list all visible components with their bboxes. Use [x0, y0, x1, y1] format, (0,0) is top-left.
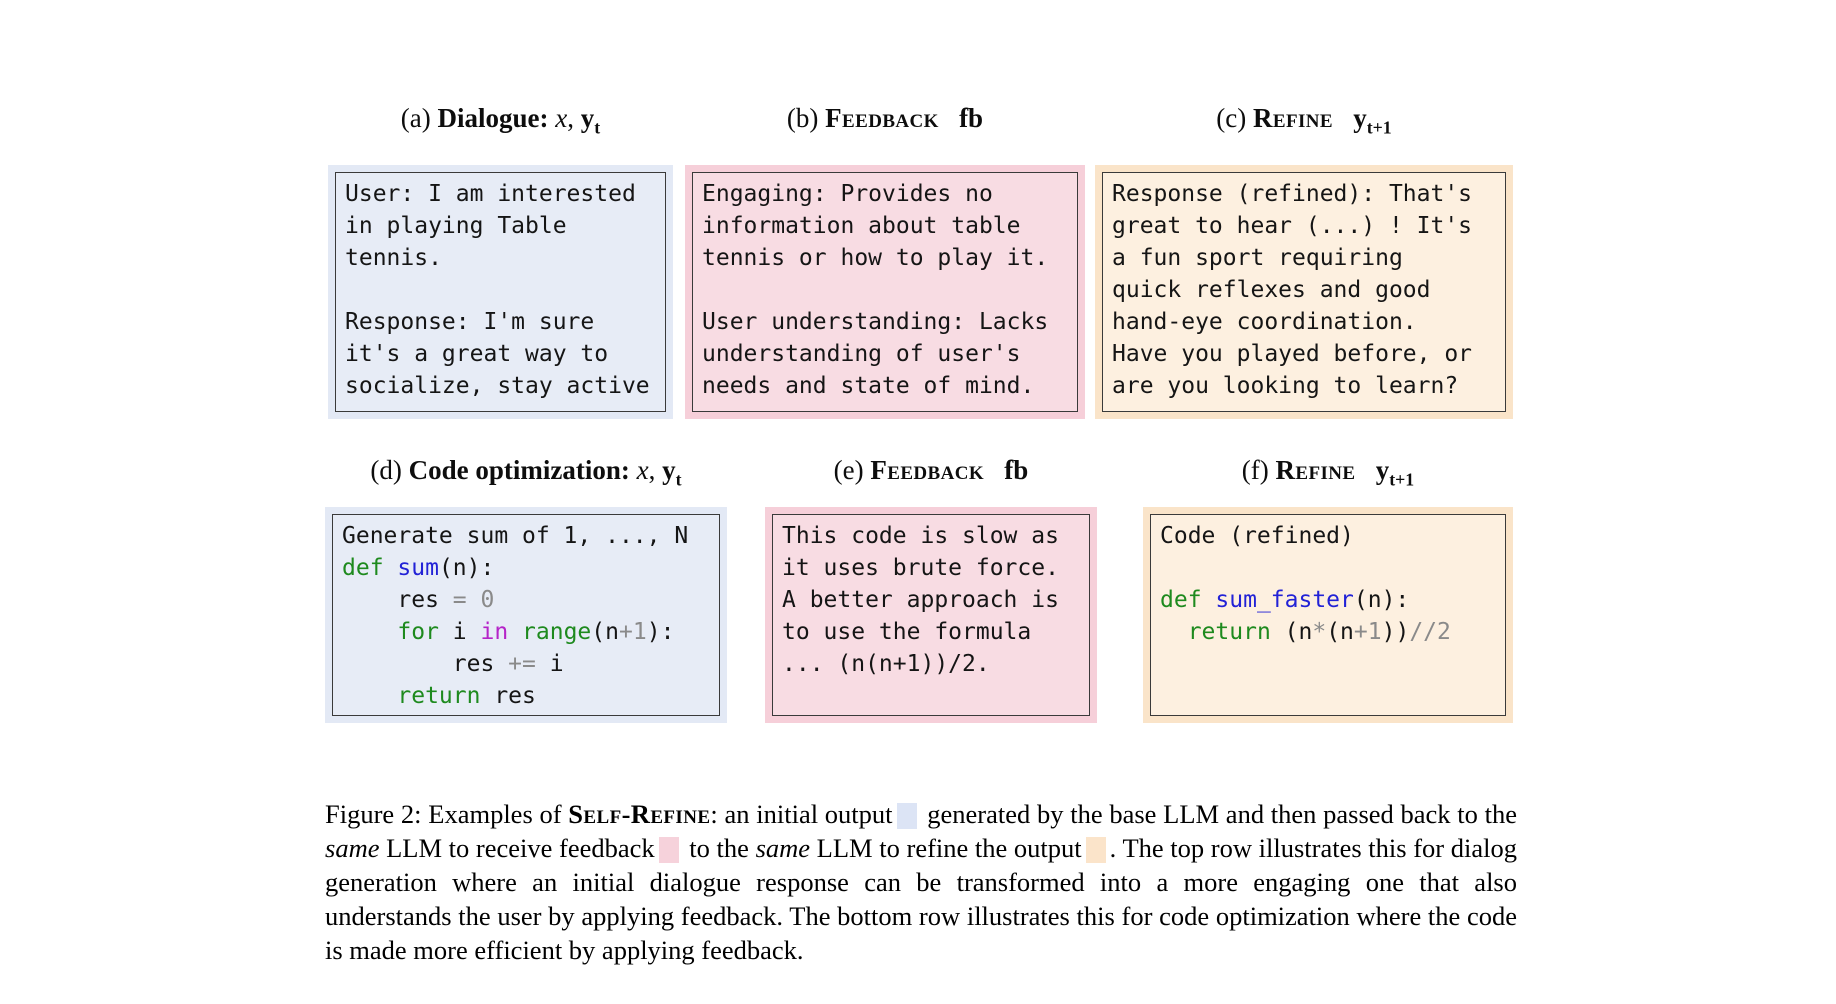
text-line: Engaging: Provides no: [702, 181, 993, 207]
panel-code-feedback-content: This code is slow as it uses brute force.…: [772, 514, 1090, 716]
text-line: are you looking to learn?: [1112, 373, 1459, 399]
panel-label-refine-bottom: (f) Refine yt+1: [1241, 455, 1415, 490]
text-line: great to hear (...) ! It's: [1112, 213, 1473, 239]
text-line: [1160, 552, 1496, 584]
panel-dialogue-initial-content: User: I am interested in playing Table ten…: [335, 172, 666, 412]
panel-label-dialogue: (a) Dialogue: x, yt: [400, 103, 601, 138]
panel-dialogue-refined-content: Response (refined): That's great to hear …: [1102, 172, 1506, 412]
panel-label-feedback-bottom: (e) Feedback fb: [833, 455, 1029, 485]
figure-caption: Figure 2: Examples of Self-Refine: an in…: [325, 799, 1517, 965]
panel-code-initial-content: Generate sum of 1, ..., N def sum(n): res…: [332, 514, 720, 716]
text-line: information about table: [702, 213, 1021, 239]
text-line: to use the formula: [782, 619, 1032, 645]
text-line: User: I am interested: [345, 181, 636, 207]
text-line: socialize, stay active: [345, 373, 650, 399]
text-line: it uses brute force.: [782, 555, 1059, 581]
text-line: Code (refined): [1160, 523, 1354, 549]
panel-code-initial: Generate sum of 1, ..., N def sum(n): res…: [325, 507, 727, 723]
text-line: tennis or how to play it.: [702, 245, 1049, 271]
panel-dialogue-feedback-content: Engaging: Provides no information about t…: [692, 172, 1078, 412]
text-line: Response (refined): That's: [1112, 181, 1473, 207]
text-line: a fun sport requiring: [1112, 245, 1403, 271]
panel-code-refined: Code (refined) def sum_faster(n): return…: [1143, 507, 1513, 723]
text-line: ... (n(n+1))/2.: [782, 651, 990, 677]
panel-dialogue-initial: User: I am interested in playing Table ten…: [328, 165, 673, 419]
panel-code-refined-content: Code (refined) def sum_faster(n): return…: [1150, 514, 1506, 716]
text-line: res += i: [342, 651, 564, 677]
text-line: for i in range(n+1):: [397, 619, 675, 645]
text-line: def sum(n):: [342, 555, 495, 581]
refine-color-swatch: [1085, 837, 1106, 863]
panel-code-feedback: This code is slow as it uses brute force.…: [765, 507, 1097, 723]
text-line: User understanding: Lacks: [702, 309, 1049, 335]
text-line: understanding of user's: [702, 341, 1021, 367]
text-line: it's a great way to: [345, 341, 609, 367]
panel-label-code-optimization: (d) Code optimization: x, yt: [370, 455, 682, 490]
text-line: res = 0: [342, 587, 495, 613]
panel-label-feedback-top: (b) Feedback fb: [786, 103, 984, 133]
text-line: This code is slow as: [782, 523, 1059, 549]
text-line: return res: [397, 683, 536, 709]
text-line: def sum_faster(n):: [1160, 587, 1410, 613]
text-line: [702, 274, 1068, 306]
initial-color-swatch: [896, 803, 917, 829]
text-line: tennis.: [345, 245, 442, 271]
text-line: needs and state of mind.: [702, 373, 1035, 399]
panel-dialogue-refined: Response (refined): That's great to hear …: [1095, 165, 1513, 419]
text-line: A better approach is: [782, 587, 1059, 613]
text-line: return (n*(n+1))//2: [1187, 619, 1451, 645]
text-line: in playing Table: [345, 213, 567, 239]
text-line: hand-eye coordination.: [1112, 309, 1417, 335]
text-line: Response: I'm sure: [345, 309, 595, 335]
text-line: Generate sum of 1, ..., N: [342, 523, 689, 549]
panel-dialogue-feedback: Engaging: Provides no information about t…: [685, 165, 1085, 419]
panel-label-refine-top: (c) Refine yt+1: [1216, 103, 1392, 138]
text-line: [345, 274, 656, 306]
text-line: Have you played before, or: [1112, 341, 1473, 367]
feedback-color-swatch: [658, 837, 679, 863]
text-line: quick reflexes and good: [1112, 277, 1431, 303]
